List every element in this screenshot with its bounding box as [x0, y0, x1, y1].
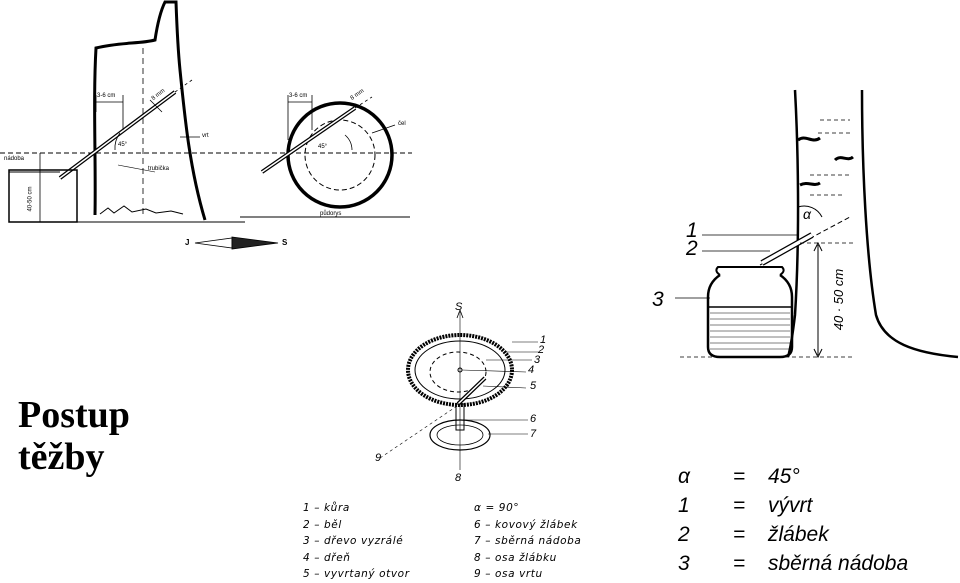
- label-pudorys: půdorys: [320, 211, 342, 217]
- legend-item: 6 – kovový žlábek: [474, 518, 578, 531]
- legend-item: 2 – běl: [303, 518, 342, 531]
- label-north: J: [185, 238, 190, 247]
- legend-item: 1 – kůra: [303, 502, 350, 514]
- tree-trunk: [93, 0, 207, 221]
- roots-sketch: [99, 205, 184, 215]
- label-plan-bark-distance: 3-6 cm: [289, 93, 308, 99]
- legend-item: 3 – dřevo vyzrálé: [303, 535, 404, 548]
- legend-value: sběrná nádoba: [768, 552, 909, 575]
- label-plan-angle-45: 45°: [318, 144, 328, 150]
- collection-container: [8, 169, 78, 223]
- legend-row: 3=sběrná nádoba: [678, 549, 908, 578]
- label-vyvrt-1: 1: [686, 219, 698, 242]
- label-part-5: 5: [530, 380, 537, 392]
- legend-symbol: 1: [678, 494, 690, 517]
- label-vrt: vrt: [202, 133, 209, 139]
- collection-jar: [706, 273, 794, 359]
- legend-row: 1=vývrt: [678, 491, 908, 520]
- legend-item: 5 – vyvrtaný otvor: [303, 568, 410, 581]
- legend-item: 9 – osa vrtu: [474, 568, 543, 581]
- bark-ring: [406, 333, 514, 407]
- legend-symbol: α: [678, 465, 690, 488]
- page-title: Postup těžby: [18, 394, 130, 478]
- legend-row: 2=žlábek: [678, 520, 908, 549]
- label-south: S: [282, 238, 288, 247]
- bore-axis: [379, 403, 461, 459]
- label-cel: čel: [398, 121, 406, 127]
- title-line-2: těžby: [18, 436, 105, 478]
- legend-parts-right: α = 90° 6 – kovový žlábek 7 – sběrná nád…: [474, 500, 581, 583]
- compass-south-arrow: [231, 236, 279, 250]
- title-line-1: Postup: [18, 394, 130, 436]
- jar-liquid: [710, 312, 790, 350]
- label-trubicka: trubička: [148, 166, 170, 172]
- legend-parts-left: 1 – kůra 2 – běl 3 – dřevo vyzrálé 4 – d…: [303, 500, 410, 583]
- legend-value: vývrt: [768, 494, 813, 517]
- label-part-6: 6: [530, 413, 537, 425]
- label-nadoba-3: 3: [652, 288, 664, 311]
- legend-item: α = 90°: [474, 502, 520, 514]
- sapwood-ring: [414, 340, 506, 400]
- tapping-side-view-diagram: [0, 0, 412, 250]
- tree-jar-diagram: [675, 89, 959, 359]
- legend-value: žlábek: [768, 523, 829, 546]
- legend-item: 8 – osa žlábku: [474, 551, 557, 564]
- legend-symbol: 3: [678, 552, 690, 575]
- label-alpha: α: [803, 206, 811, 222]
- cross-section-diagram: [379, 308, 538, 470]
- label-height: 40-50 cm: [27, 186, 34, 212]
- label-part-2: 2: [538, 344, 545, 356]
- label-part-4: 4: [528, 364, 535, 376]
- label-part-8: 8: [455, 472, 462, 484]
- birch-trunk-right-edge: [860, 89, 959, 359]
- legend-symbol: 2: [678, 523, 690, 546]
- collection-vessel-outer: [429, 419, 491, 451]
- label-zlabek-2: 2: [686, 237, 698, 260]
- label-part-9: 9: [375, 452, 382, 464]
- legend-item: 7 – sběrná nádoba: [474, 535, 582, 548]
- label-angle-45: 45°: [118, 142, 128, 148]
- legend-tree-jar: α=45° 1=vývrt 2=žlábek 3=sběrná nádoba: [678, 462, 908, 578]
- label-nadoba: nádoba: [4, 156, 25, 162]
- heartwood-ring: [429, 351, 487, 393]
- label-bark-distance: 3-6 cm: [97, 93, 116, 99]
- label-s: S: [455, 301, 463, 313]
- heartwood-boundary: [304, 119, 376, 191]
- legend-value: 45°: [768, 465, 800, 488]
- label-part-3: 3: [534, 354, 541, 366]
- label-part-7: 7: [530, 428, 537, 440]
- legend-row: α=45°: [678, 462, 908, 491]
- jar-lid: [715, 266, 785, 276]
- legend-item: 4 – dřeň: [303, 551, 351, 564]
- collection-vessel-inner: [436, 424, 484, 446]
- label-height-40-50: 40 · 50 cm: [831, 268, 847, 331]
- label-part-1: 1: [540, 334, 547, 346]
- compass-north-arrow: [194, 237, 233, 249]
